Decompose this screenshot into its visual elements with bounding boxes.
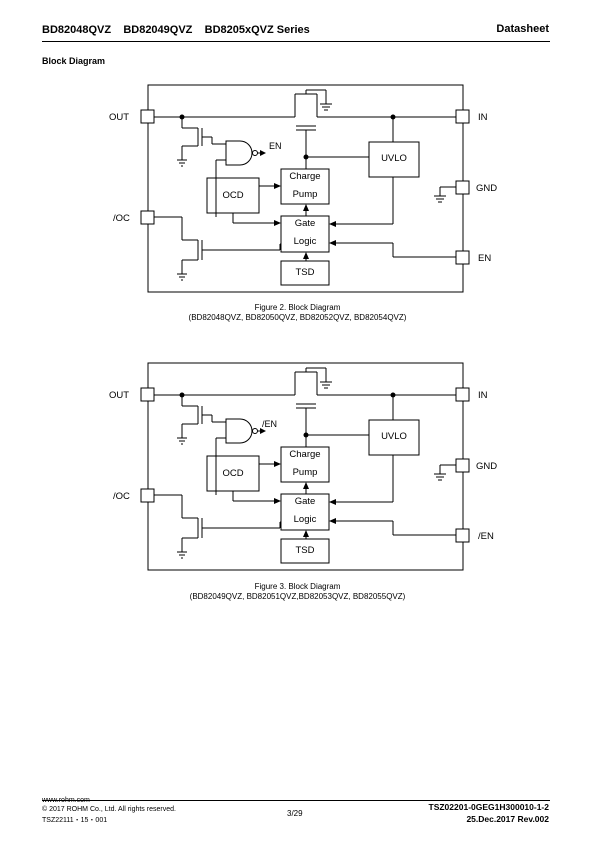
gate-logic-label-line2: Logic [293, 514, 317, 525]
pin-out-label: OUT [109, 390, 130, 401]
pin-gnd-label: GND [476, 461, 498, 472]
figure-3-caption: Figure 3. Block Diagram (BD82049QVZ, BD8… [0, 582, 595, 602]
gate-logic-label-line1: Gate [294, 496, 316, 507]
copyright-notice: © 2017 ROHM Co., Ltd. All rights reserve… [42, 806, 176, 813]
tsd-block-label: TSD [295, 545, 315, 556]
charge-pump-label-line2: Pump [292, 467, 318, 478]
pin-out-label: OUT [109, 112, 130, 123]
caption-title: Figure 2. Block Diagram [254, 303, 341, 312]
pin-en-label: /EN [478, 531, 494, 542]
caption-parts: (BD82049QVZ, BD82051QVZ,BD82053QVZ, BD82… [189, 592, 406, 601]
section-title: Block Diagram [42, 56, 106, 66]
pin-oc-label: /OC [113, 491, 130, 502]
website-link[interactable]: www.rohm.com [42, 797, 90, 804]
gate-input-en-label: EN [269, 141, 282, 151]
charge-pump-label-line1: Charge [289, 171, 321, 182]
charge-pump-label-line2: Pump [292, 189, 318, 200]
document-title: BD82048QVZ BD82049QVZ BD8205xQVZ Series [42, 24, 310, 36]
uvlo-block-label: UVLO [381, 431, 407, 442]
pin-in-label: IN [478, 112, 488, 123]
gate-input-en-label: /EN [262, 419, 278, 429]
pin-en-label: EN [478, 253, 492, 264]
date-revision: 25.Dec.2017 Rev.002 [466, 814, 549, 824]
page-number: 3/29 [287, 809, 303, 818]
uvlo-block-label: UVLO [381, 153, 407, 164]
document-number: TSZ02201-0GEG1H300010-1-2 [428, 802, 550, 812]
document-type: Datasheet [496, 23, 549, 35]
ocd-block-label: OCD [222, 190, 244, 201]
circuit-schematic [140, 84, 470, 293]
pin-in-label: IN [478, 390, 488, 401]
form-code: TSZ22111・15・001 [42, 817, 108, 824]
charge-pump-label-line1: Charge [289, 449, 321, 460]
circuit-schematic [140, 362, 470, 571]
footer-rule [42, 800, 550, 801]
gate-logic-label-line2: Logic [293, 236, 317, 247]
block-diagram-figure-2: OUT IN GND /OC EN EN UVLO Charge Pump OC… [0, 80, 595, 310]
pin-oc-label: /OC [113, 213, 130, 224]
caption-parts: (BD82048QVZ, BD82050QVZ, BD82052QVZ, BD8… [188, 313, 407, 322]
header-rule [42, 41, 550, 42]
block-diagram-figure-3: OUT IN GND /OC /EN /EN UVLO Charge Pump … [0, 358, 595, 588]
pin-gnd-label: GND [476, 183, 498, 194]
figure-2-caption: Figure 2. Block Diagram (BD82048QVZ, BD8… [0, 303, 595, 323]
tsd-block-label: TSD [295, 267, 315, 278]
caption-title: Figure 3. Block Diagram [254, 582, 341, 591]
gate-logic-label-line1: Gate [294, 218, 316, 229]
ocd-block-label: OCD [222, 468, 244, 479]
